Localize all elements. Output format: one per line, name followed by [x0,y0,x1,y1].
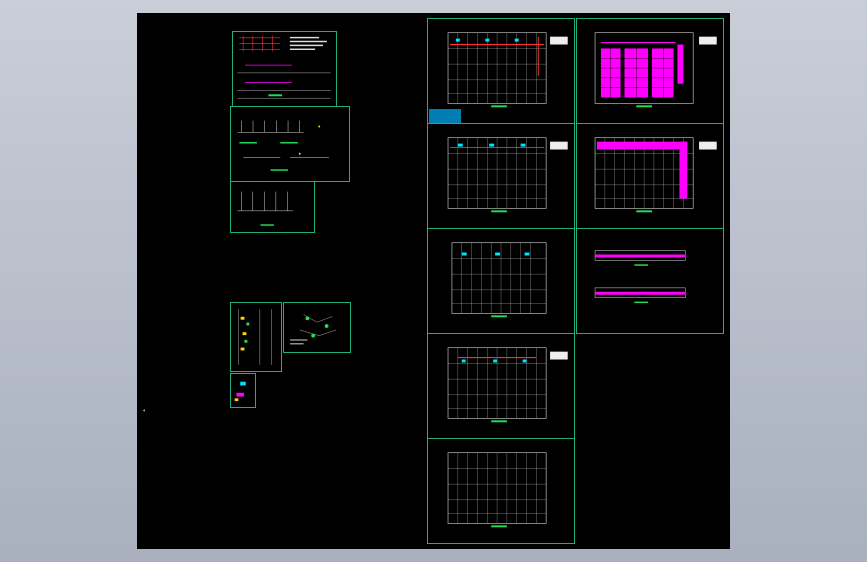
detail-sheet-3[interactable] [230,373,256,408]
floor-plan-5[interactable] [427,228,575,334]
floor-plan-4[interactable] [576,123,724,229]
legend-sheet[interactable] [232,31,337,107]
floor-plan-2[interactable] [576,18,724,124]
ucs-origin-icon: ◂ [142,407,146,414]
section-sheet[interactable] [576,228,724,334]
cyan-table-block [429,109,461,123]
detail-sheet-2[interactable] [283,302,351,353]
floor-plan-7[interactable] [427,438,575,544]
system-diagram-1[interactable] [230,106,350,182]
detail-sheet-1[interactable] [230,302,282,372]
floor-plan-1[interactable] [427,18,575,124]
cad-model-space[interactable]: ◂ [137,13,730,549]
floor-plan-6[interactable] [427,333,575,439]
floor-plan-3[interactable] [427,123,575,229]
system-diagram-2[interactable] [230,181,315,233]
